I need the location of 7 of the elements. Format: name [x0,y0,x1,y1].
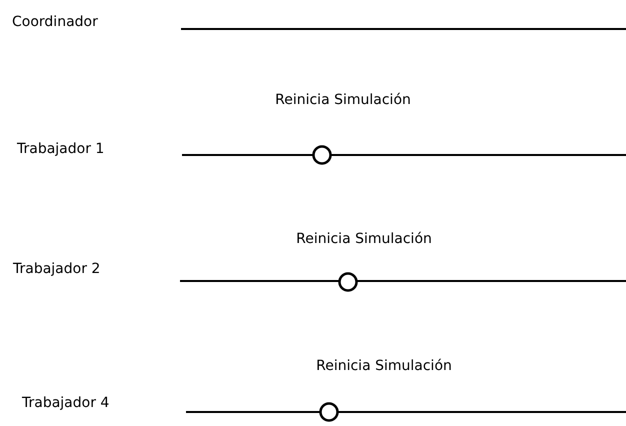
event-label: Reinicia Simulación [296,232,432,246]
event-label: Reinicia Simulación [275,93,411,107]
process-label: Trabajador 1 [17,142,104,156]
process-label: Trabajador 2 [13,262,100,276]
process-label: Trabajador 4 [22,396,110,410]
process-label: Coordinador [12,15,98,29]
event-label: Reinicia Simulación [316,359,452,373]
